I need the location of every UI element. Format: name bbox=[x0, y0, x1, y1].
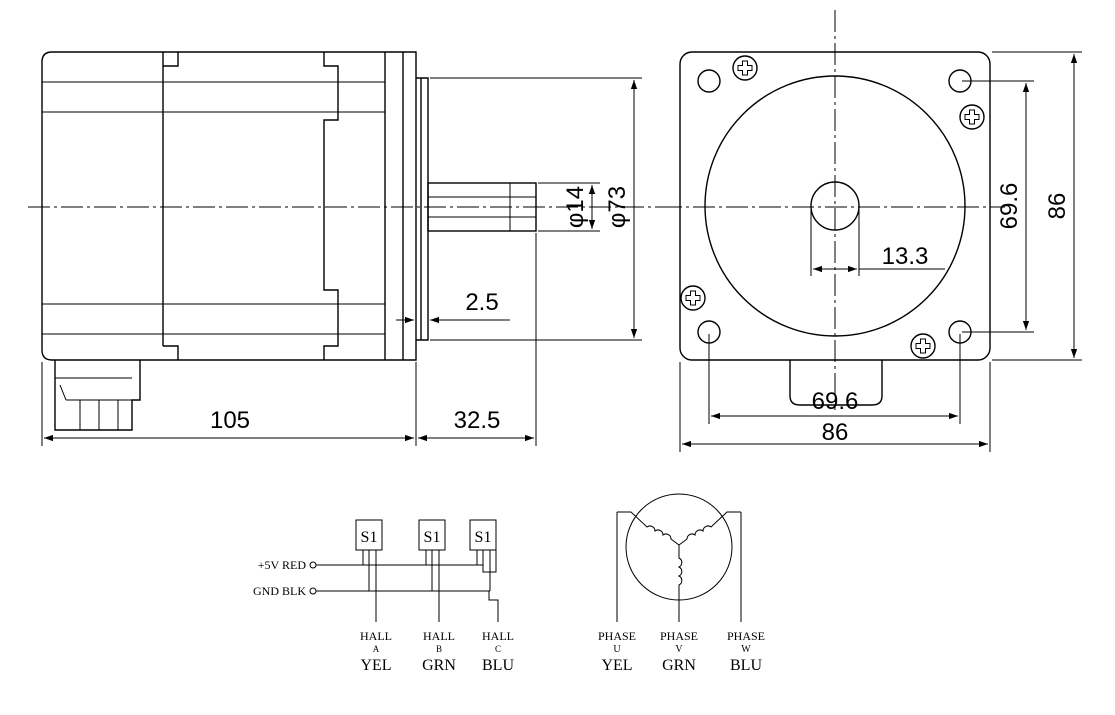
hall-output-sub: C bbox=[495, 644, 501, 654]
hall-sensor-label: S1 bbox=[361, 529, 378, 546]
winding-schematic: PHASE U YEL PHASE V GRN PHASE W BLU bbox=[598, 493, 765, 674]
hall-output-color: GRN bbox=[422, 657, 456, 674]
dim-flat-width: 13.3 bbox=[882, 243, 929, 270]
supply-label: +5V RED bbox=[258, 558, 307, 572]
phase-sub: V bbox=[675, 644, 683, 655]
connector-bump bbox=[789, 360, 883, 406]
screw-icon bbox=[732, 55, 758, 81]
pilot-flange bbox=[416, 77, 429, 341]
sensor-lead bbox=[488, 591, 499, 622]
front-view: 13.3 69.6 86 69.6 86 bbox=[660, 10, 1082, 452]
screw-icon bbox=[959, 104, 985, 130]
hall-output-color: BLU bbox=[482, 657, 514, 674]
dim-flange-width: 86 bbox=[822, 419, 849, 446]
hall-output-color: YEL bbox=[360, 657, 391, 674]
dim-bolt-vertical: 69.6 bbox=[996, 183, 1023, 230]
phase-coil-v bbox=[677, 545, 683, 622]
connector-detail bbox=[55, 377, 133, 430]
supply-terminal bbox=[309, 561, 317, 569]
hall-output-name: HALL bbox=[360, 629, 392, 643]
hall-output-sub: B bbox=[436, 644, 442, 654]
sensor-lead bbox=[482, 550, 497, 573]
hall-sensor-label: S1 bbox=[475, 529, 492, 546]
hall-sensor-schematic: S1 S1 S1 +5V RED GND BLK HALL A YEL HALL… bbox=[253, 519, 514, 674]
cable-connector bbox=[54, 360, 141, 431]
bolt-hole bbox=[697, 69, 721, 93]
phase-color: GRN bbox=[662, 657, 696, 674]
hall-output-sub: A bbox=[373, 644, 380, 654]
phase-name: PHASE bbox=[660, 629, 698, 643]
phase-sub: W bbox=[741, 644, 751, 655]
motor-body-outline bbox=[41, 51, 417, 361]
hall-output-name: HALL bbox=[423, 629, 455, 643]
hall-sensor-label: S1 bbox=[424, 529, 441, 546]
phase-color: YEL bbox=[601, 657, 632, 674]
dim-bolt-horizontal: 69.6 bbox=[812, 388, 859, 415]
dim-body-length: 105 bbox=[210, 407, 250, 434]
dim-flange-height: 86 bbox=[1044, 193, 1071, 220]
screw-icon bbox=[680, 285, 706, 311]
hall-output-name: HALL bbox=[482, 629, 514, 643]
ground-label: GND BLK bbox=[253, 584, 306, 598]
side-view: 105 32.5 2.5 φ14 φ73 bbox=[28, 51, 660, 446]
phase-color: BLU bbox=[730, 657, 762, 674]
dim-pilot-diameter: φ73 bbox=[604, 186, 631, 228]
phase-coil-w bbox=[678, 511, 741, 546]
rear-cap-step bbox=[162, 52, 179, 360]
phase-name: PHASE bbox=[598, 629, 636, 643]
dim-shaft-length: 32.5 bbox=[454, 407, 501, 434]
screw-icon bbox=[910, 333, 936, 359]
dim-flange-thickness: 2.5 bbox=[465, 289, 498, 316]
phase-sub: U bbox=[613, 644, 621, 655]
front-cap-step bbox=[323, 52, 339, 360]
ground-terminal bbox=[309, 587, 317, 595]
phase-name: PHASE bbox=[727, 629, 765, 643]
phase-coil-u bbox=[617, 511, 680, 546]
dim-shaft-diameter: φ14 bbox=[562, 186, 589, 228]
